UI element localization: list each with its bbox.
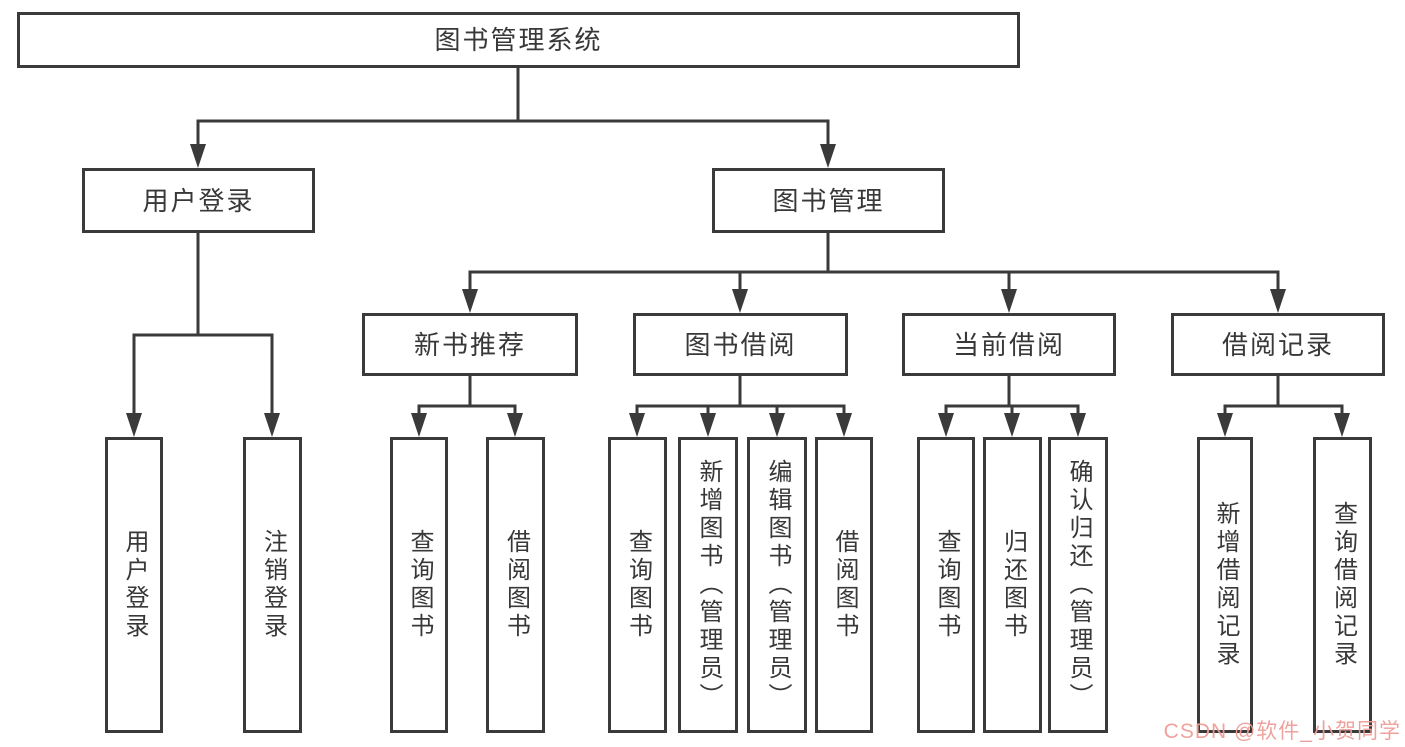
arrow-down-icon bbox=[462, 289, 478, 313]
node-label-new-book-rec: 新书推荐 bbox=[413, 329, 526, 360]
arrow-down-icon bbox=[629, 413, 645, 437]
node-label-edit-books-admin: 编辑图书（管理员） bbox=[764, 459, 791, 711]
node-user-login: 用户登录 bbox=[82, 168, 315, 233]
arrow-down-icon bbox=[1334, 413, 1350, 437]
watermark: CSDN @软件_小贺同学 bbox=[1163, 720, 1401, 743]
node-label-logout: 注销登录 bbox=[259, 529, 287, 641]
node-add-books-admin: 新增图书（管理员） bbox=[678, 437, 738, 733]
node-root: 图书管理系统 bbox=[17, 12, 1020, 68]
node-label-add-borrow-record: 新增借阅记录 bbox=[1212, 501, 1239, 669]
node-label-return-books: 归还图书 bbox=[999, 529, 1027, 641]
node-confirm-return-admin: 确认归还（管理员） bbox=[1048, 437, 1108, 733]
arrow-down-icon bbox=[126, 413, 142, 437]
node-label-book-mgmt: 图书管理 bbox=[772, 185, 885, 216]
node-label-query-books-rec: 查询图书 bbox=[406, 529, 433, 641]
node-label-user-login-action: 用户登录 bbox=[121, 529, 148, 641]
arrow-down-icon bbox=[1270, 289, 1286, 313]
arrow-down-icon bbox=[1070, 413, 1086, 437]
node-label-root: 图书管理系统 bbox=[434, 25, 603, 55]
node-add-borrow-record: 新增借阅记录 bbox=[1197, 437, 1253, 733]
node-query-books-current: 查询图书 bbox=[917, 437, 975, 733]
node-label-query-books-current: 查询图书 bbox=[933, 529, 960, 641]
node-book-borrow: 图书借阅 bbox=[633, 313, 848, 376]
node-label-borrow-books: 借阅图书 bbox=[831, 529, 858, 641]
arrow-down-icon bbox=[820, 144, 836, 168]
arrow-down-icon bbox=[507, 413, 523, 437]
node-query-books-borrow: 查询图书 bbox=[608, 437, 667, 733]
node-book-mgmt: 图书管理 bbox=[712, 168, 945, 233]
arrow-down-icon bbox=[411, 413, 427, 437]
node-label-book-borrow: 图书借阅 bbox=[684, 329, 797, 360]
arrow-down-icon bbox=[1004, 413, 1020, 437]
arrow-down-icon bbox=[732, 289, 748, 313]
node-return-books: 归还图书 bbox=[983, 437, 1042, 733]
arrow-down-icon bbox=[700, 413, 716, 437]
arrow-down-icon bbox=[264, 413, 280, 437]
node-logout: 注销登录 bbox=[243, 437, 302, 733]
node-new-book-rec: 新书推荐 bbox=[362, 313, 578, 376]
arrow-down-icon bbox=[1217, 413, 1233, 437]
node-current-borrow: 当前借阅 bbox=[902, 313, 1116, 376]
node-label-current-borrow: 当前借阅 bbox=[952, 329, 1065, 360]
arrow-down-icon bbox=[769, 413, 785, 437]
node-query-borrow-record: 查询借阅记录 bbox=[1313, 437, 1372, 733]
node-edit-books-admin: 编辑图书（管理员） bbox=[747, 437, 807, 733]
node-label-user-login: 用户登录 bbox=[142, 185, 255, 216]
arrow-down-icon bbox=[836, 413, 852, 437]
node-query-books-rec: 查询图书 bbox=[390, 437, 448, 733]
node-label-borrow-books-rec: 借阅图书 bbox=[502, 529, 530, 641]
arrow-down-icon bbox=[1001, 289, 1017, 313]
node-label-borrow-records: 借阅记录 bbox=[1221, 329, 1334, 360]
node-label-confirm-return-admin: 确认归还（管理员） bbox=[1065, 459, 1092, 711]
node-label-add-books-admin: 新增图书（管理员） bbox=[695, 459, 722, 711]
arrow-down-icon bbox=[190, 144, 206, 168]
node-label-query-borrow-record: 查询借阅记录 bbox=[1329, 501, 1357, 669]
node-borrow-books-rec: 借阅图书 bbox=[486, 437, 545, 733]
arrow-down-icon bbox=[938, 413, 954, 437]
node-borrow-records: 借阅记录 bbox=[1171, 313, 1385, 376]
node-label-query-books-borrow: 查询图书 bbox=[624, 529, 652, 641]
node-user-login-action: 用户登录 bbox=[105, 437, 163, 733]
node-borrow-books: 借阅图书 bbox=[815, 437, 873, 733]
